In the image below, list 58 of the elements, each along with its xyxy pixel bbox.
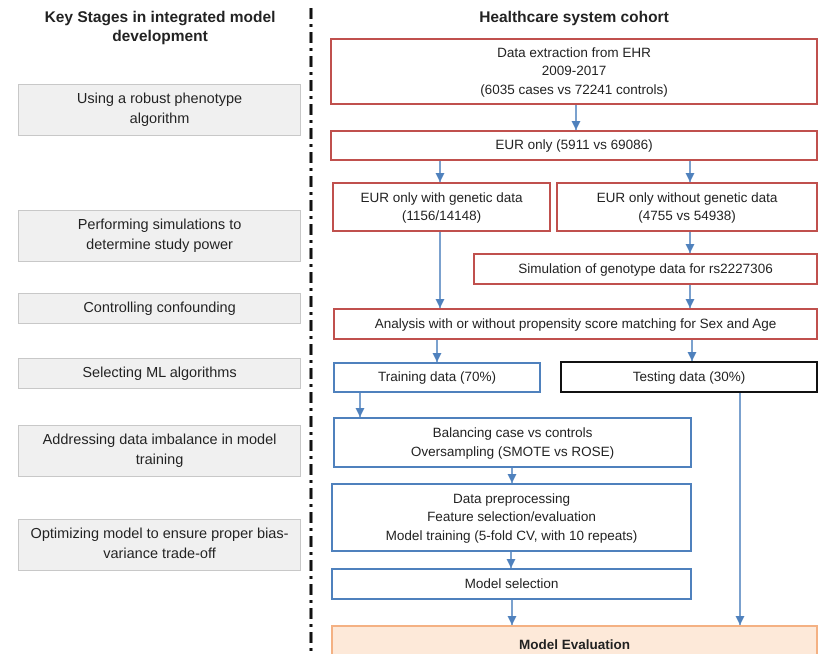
node-text: Data extraction from EHR xyxy=(497,44,651,62)
node-text: Addressing data imbalance in model training xyxy=(42,431,278,470)
node-text: Controlling confounding xyxy=(83,298,236,318)
arrow xyxy=(688,340,696,361)
node-text: Oversampling (SMOTE vs ROSE) xyxy=(410,442,614,461)
stage-box xyxy=(18,519,301,571)
arrow xyxy=(436,161,444,182)
column-heading: Key Stages in integrated model development xyxy=(44,8,276,47)
node-text: 2009-2017 xyxy=(542,62,606,80)
stage-box xyxy=(18,425,301,477)
node-text: Training data (70%) xyxy=(378,368,496,386)
process-box xyxy=(560,361,818,393)
node-text: Model selection xyxy=(464,574,558,593)
node-text: (6035 cases vs 72241 controls) xyxy=(480,80,668,99)
process-box xyxy=(333,417,692,468)
process-box xyxy=(333,362,541,393)
process-box xyxy=(330,38,818,105)
arrow xyxy=(508,600,516,625)
process-box xyxy=(332,182,551,232)
arrow xyxy=(432,340,442,362)
node-text: Optimizing model to ensure proper bias-variance trade-off xyxy=(30,525,290,564)
node-text: EUR only without genetic data xyxy=(596,188,778,207)
node-text: Using a robust phenotype algorithm xyxy=(76,90,244,129)
arrow xyxy=(686,161,694,182)
node-text: Simulation of genotype data for rs2227306 xyxy=(518,260,773,278)
node-text: (4755 vs 54938) xyxy=(638,207,736,225)
process-box xyxy=(331,625,818,654)
node-text: EUR only with genetic data xyxy=(360,188,523,207)
arrow xyxy=(508,468,516,483)
node-text: Testing data (30%) xyxy=(632,368,746,386)
node-text: Balancing case vs controls xyxy=(432,424,592,442)
column-heading: Healthcare system cohort xyxy=(478,8,670,28)
process-box xyxy=(333,308,818,340)
node-text: (1156/14148) xyxy=(402,207,482,225)
node-text: Data preprocessing xyxy=(452,490,570,508)
arrow xyxy=(736,393,744,625)
node-text: EUR only (5911 vs 69086) xyxy=(495,136,653,154)
arrow xyxy=(356,393,364,417)
process-box xyxy=(331,568,692,600)
node-text: Model Evaluation xyxy=(518,636,630,654)
stage-box xyxy=(18,84,301,136)
arrow xyxy=(686,232,694,253)
stage-box xyxy=(18,293,301,324)
stage-box xyxy=(18,210,301,262)
process-box xyxy=(331,483,692,552)
process-box xyxy=(556,182,818,232)
arrow xyxy=(506,552,516,568)
arrow xyxy=(572,105,580,130)
process-box xyxy=(330,130,818,161)
arrow xyxy=(686,285,694,308)
node-text: Analysis with or without propensity score matching for Sex and Age xyxy=(374,314,776,333)
node-text: Feature selection/evaluation xyxy=(427,508,596,526)
process-box xyxy=(473,253,818,285)
stage-box xyxy=(18,358,301,389)
node-text: Model training (5-fold CV, with 10 repeats) xyxy=(386,526,638,545)
node-text: Performing simulations to determine study power xyxy=(76,216,242,255)
node-text: Selecting ML algorithms xyxy=(82,364,237,383)
arrow xyxy=(436,232,444,308)
